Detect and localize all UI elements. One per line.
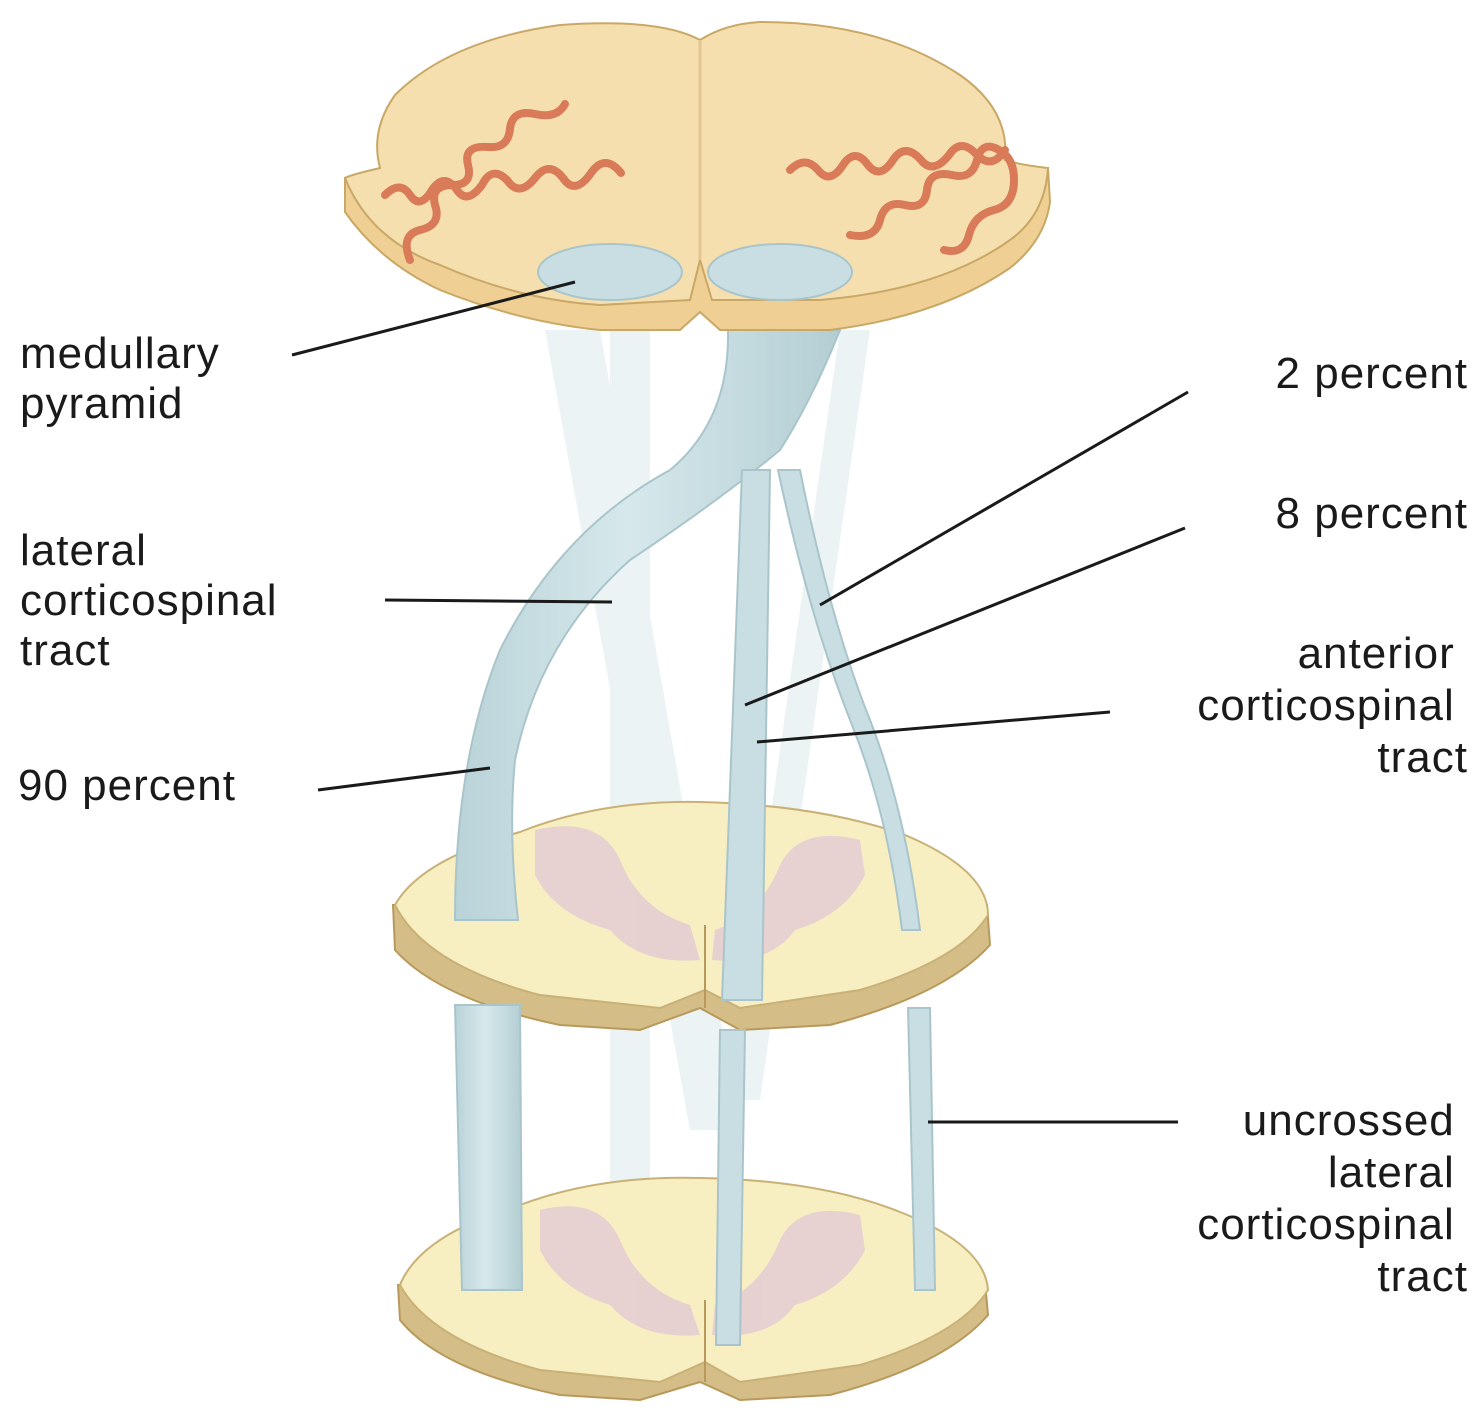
label-2-percent: 2 percent <box>1276 349 1468 398</box>
label-medullary-pyramid: medullary pyramid <box>20 329 233 428</box>
leader-medullary-pyramid <box>291 280 576 357</box>
right-inferior-olive <box>786 142 1018 255</box>
lower-gray-matter <box>540 1206 865 1336</box>
leader-2-percent <box>819 390 1189 607</box>
medulla-section <box>343 20 1052 331</box>
left-medullary-pyramid <box>537 243 683 301</box>
leader-lines <box>291 280 1189 1124</box>
labels: medullary pyramid lateral corticospinal … <box>18 329 1468 1301</box>
label-90-percent: 90 percent <box>18 761 236 810</box>
leader-90-percent <box>317 766 491 792</box>
label-anterior-corticospinal-tract: anterior corticospinal tract <box>1197 629 1468 782</box>
leader-lateral-cst <box>384 598 613 604</box>
left-inferior-olive <box>381 100 625 264</box>
middle-spinal-cord-section <box>391 800 992 1032</box>
label-lateral-corticospinal-tract: lateral corticospinal tract <box>20 526 291 675</box>
label-uncrossed-lateral-corticospinal-tract: uncrossed lateral corticospinal tract <box>1197 1096 1468 1301</box>
leader-8-percent <box>744 526 1186 707</box>
lower-spinal-cord-section <box>396 1176 990 1402</box>
label-8-percent: 8 percent <box>1276 489 1468 538</box>
anterior-corticospinal-tract <box>714 469 772 1346</box>
right-medullary-pyramid <box>707 243 853 301</box>
lateral-tract-lower-segment <box>453 1004 524 1291</box>
leader-anterior-cst <box>756 710 1111 744</box>
uncrossed-lateral-corticospinal-tract <box>776 469 937 1291</box>
